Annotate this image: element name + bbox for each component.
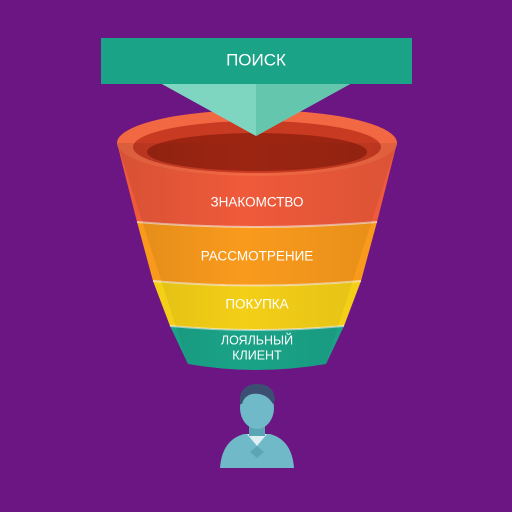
person-icon [220,383,294,468]
stage-loyal-label-line1: ЛОЯЛЬНЫЙ [221,332,293,347]
search-label: ПОИСК [226,50,286,69]
funnel-body [117,110,397,370]
person-collar [247,434,267,446]
funnel-shading [117,143,397,370]
person-hair [239,383,275,404]
person-head [240,387,274,429]
stage-consideration-label: РАССМОТРЕНИЕ [201,249,314,264]
person-collar-shade [250,446,264,458]
stage-loyal-label-line2: КЛИЕНТ [232,348,282,362]
stage-purchase-label: ПОКУПКА [225,297,288,312]
search-banner: ПОИСК [101,38,412,136]
search-arrow-shade [256,83,352,136]
search-banner-rect [101,38,412,84]
stage-awareness-label: ЗНАКОМСТВО [211,195,304,210]
